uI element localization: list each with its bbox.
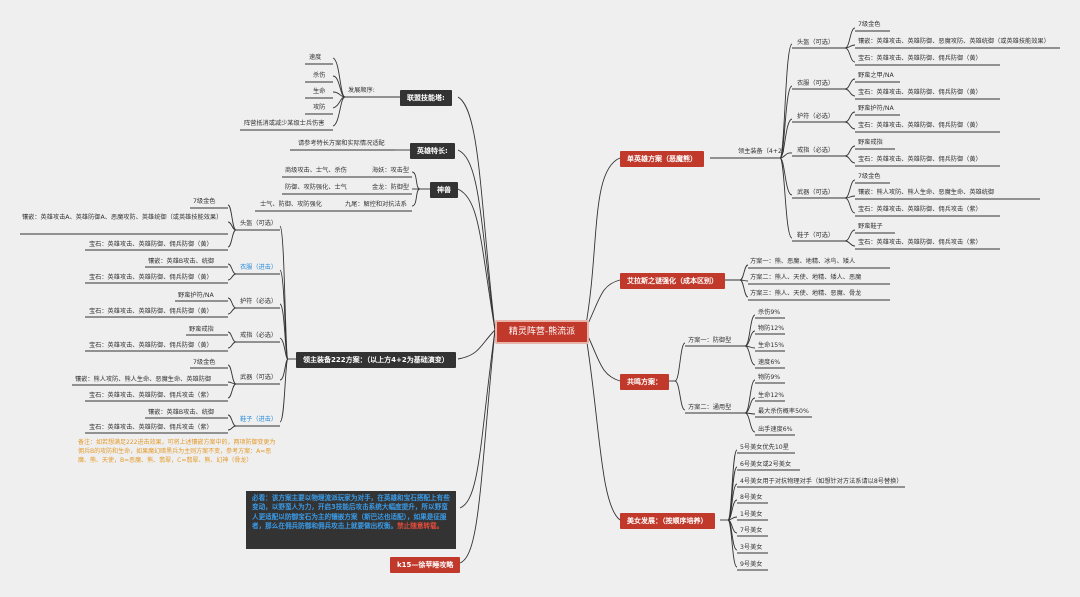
lord-amulet-item: 野蛮护符/NA xyxy=(178,292,214,299)
beast-row-left: 商级攻击、士气、杀伤 xyxy=(285,167,347,174)
sh-shoes-item: 宝石：英雄攻击、英雄防御、佣兵攻击（紫） xyxy=(858,239,982,246)
sh-amulet-item: 野蛮护符/NA xyxy=(858,105,894,112)
sh-clothes-item: 宝石：英雄攻击、英雄防御、佣兵防御（黄） xyxy=(858,89,982,96)
beauty-item: 8号美女 xyxy=(740,494,763,501)
lord-weapon-label: 武器（可选） xyxy=(240,374,278,381)
beast-row-left: 防御、攻防强化、士气 xyxy=(285,184,347,191)
beauty-item: 3号美女 xyxy=(740,544,763,551)
lord-weapon-item: 宝石：英雄攻击、英雄防御、佣兵攻击（紫） xyxy=(89,392,213,399)
lord-helmet-label: 头盔（可选） xyxy=(240,220,278,227)
sh-weapon-item: 宝石：英雄攻击、英雄防御、佣兵攻击（紫） xyxy=(858,206,982,213)
sh-ring-item: 野蛮戒指 xyxy=(858,139,883,146)
lord-clothes-item: 宝石：英雄攻击、英雄防御、佣兵防御（黄） xyxy=(89,274,213,281)
alliance-item: 阵营抵消或减少某级士兵伤害 xyxy=(244,120,325,127)
beauty-item: 1号美女 xyxy=(740,511,763,518)
sh-helmet-label: 头盔（可选） xyxy=(797,39,835,46)
resonance-plan1-item: 生命15% xyxy=(758,342,785,349)
sh-ring-label: 戒指（必选） xyxy=(797,147,835,154)
alliance-order-label: 发展顺序: xyxy=(348,87,375,94)
lord-amulet-label: 护符（必选） xyxy=(240,298,278,305)
sh-helmet-item: 镶嵌：英雄攻击、英雄防御、恶魔攻防、英雄统御（或英雄技能效果） xyxy=(858,38,1050,45)
hero-skill-item: 请参考特长方案和实际情况适配 xyxy=(298,140,385,147)
beast-row-right: 金龙：防御型 xyxy=(372,184,410,191)
resonance-plan2-item: 生命12% xyxy=(758,392,785,399)
lord-clothes-label: 衣服（进击） xyxy=(240,264,278,271)
prophet-item: 方案三：熊人、天使、地精、恶魔、骨龙 xyxy=(750,290,862,297)
beauty-item: 4号美女用于对抗物理对手（如想针对方法系请以8号替换） xyxy=(740,478,903,485)
must-read-highlight: 禁止随意转载。 xyxy=(397,522,444,531)
sh-amulet-label: 护符（必选） xyxy=(797,113,835,120)
resonance-plan1-item: 杀伤9% xyxy=(758,309,781,316)
lord-ring-item: 野蛮戒指 xyxy=(189,326,214,333)
lord-amulet-item: 宝石：英雄攻击、英雄防御、佣兵防御（黄） xyxy=(89,308,213,315)
lord-helmet-item: 宝石：英雄攻击、英雄防御、佣兵防御（黄） xyxy=(89,241,213,248)
beast-row-right: 九尾：解控和对抗法系 xyxy=(345,201,407,208)
beauty-item: 5号美女优先10星 xyxy=(740,444,789,451)
alliance-item: 杀伤 xyxy=(313,72,326,79)
lord-helmet-item: 镶嵌：英雄攻击A、英雄防御A、恶魔攻防、英雄统御（或英雄技能效果） xyxy=(22,214,223,221)
resonance-plan1-item: 速度6% xyxy=(758,359,781,366)
lord-shoes-label: 鞋子（进击） xyxy=(240,416,278,423)
alliance-item: 生命 xyxy=(313,88,326,95)
beast-row-left: 士气、防御、攻防强化 xyxy=(260,201,322,208)
resonance-plan2-item: 出手速度6% xyxy=(758,426,793,433)
sh-helmet-item: 7级金色 xyxy=(858,21,881,28)
resonance-plan2-label: 方案二：通用型 xyxy=(688,404,732,411)
central-topic[interactable]: 精灵阵营-熊流派 xyxy=(495,320,589,344)
beast-row-right: 海妖：攻击型 xyxy=(372,167,410,174)
sh-ring-item: 宝石：英雄攻击、英雄防御、佣兵防御（黄） xyxy=(858,156,982,163)
resonance-plan1-label: 方案一：防御型 xyxy=(688,337,732,344)
lord-equipment-node[interactable]: 领主装备222方案：（以上方4+2为基础演变） xyxy=(296,352,456,368)
sh-shoes-item: 野蛮鞋子 xyxy=(858,223,883,230)
alliance-item: 攻防 xyxy=(313,104,326,111)
alliance-item: 速度 xyxy=(309,54,322,61)
beauty-item: 6号美女或2号美女 xyxy=(740,461,792,468)
lord-remark-note: 备注：如若想满足222进击效果，可将上述镶嵌方案中的，两项防御变更为佣兵B的攻防… xyxy=(78,439,276,464)
sh-clothes-label: 衣服（可选） xyxy=(797,80,835,87)
lord-ring-label: 戒指（必选） xyxy=(240,332,278,339)
prophet-item: 方案二：熊人、天使、地精、矮人、恶魔 xyxy=(750,274,862,281)
divine-beast-node[interactable]: 神兽 xyxy=(430,182,458,198)
lord-weapon-item: 7级金色 xyxy=(193,359,216,366)
lord-weapon-item: 镶嵌：熊人攻防、熊人生命、恶魔生命、英雄防御 xyxy=(75,376,212,383)
alliance-skill-node[interactable]: 联盟技能塔: xyxy=(400,90,452,106)
sh-helmet-item: 宝石：英雄攻击、英雄防御、佣兵防御（黄） xyxy=(858,55,982,62)
beauty-item: 7号美女 xyxy=(740,527,763,534)
hero-skill-node[interactable]: 英雄特长: xyxy=(410,143,455,159)
sh-amulet-item: 宝石：英雄攻击、英雄防御、佣兵防御（黄） xyxy=(858,122,982,129)
lord-shoes-item: 镶嵌：英雄B攻击、统御 xyxy=(148,409,215,416)
sh-clothes-item: 野蛮之甲/NA xyxy=(858,72,894,79)
sh-weapon-label: 武器（可选） xyxy=(797,189,835,196)
must-read-note: 必看：该方案主要以物理流派玩家为对手，在英雄和宝石搭配上有些变动，以野蛮人为力，… xyxy=(246,491,456,549)
single-hero-node[interactable]: 单英雄方案（恶魔熊） xyxy=(620,151,704,167)
sh-shoes-label: 鞋子（可选） xyxy=(797,232,835,239)
prophet-item: 方案一：熊、恶魔、地精、冰鸟、矮人 xyxy=(750,258,856,265)
lord-clothes-item: 镶嵌：英雄B攻击、统御 xyxy=(148,258,215,265)
beauty-development-node[interactable]: 美女发展：（按顺序培养） xyxy=(620,513,715,529)
sh-weapon-item: 镶嵌：熊人攻防、熊人生命、恶魔生命、英雄统御 xyxy=(858,189,995,196)
sh-weapon-item: 7级金色 xyxy=(858,173,881,180)
k15-node[interactable]: k15—徐苹睡攻略 xyxy=(390,557,461,573)
resonance-plan2-item: 物防9% xyxy=(758,374,781,381)
must-read-text: 必看：该方案主要以物理流派玩家为对手，在英雄和宝石搭配上有些变动，以野蛮人为力，… xyxy=(252,494,450,531)
lord-shoes-item: 宝石：英雄攻击、英雄防御、佣兵攻击（紫） xyxy=(89,424,213,431)
beauty-item: 9号美女 xyxy=(740,561,763,568)
prophet-node[interactable]: 艾拉斯之谜强化（成本区别） xyxy=(620,273,725,289)
lord-helmet-item: 7级金色 xyxy=(193,198,216,205)
resonance-node[interactable]: 共鸣方案： xyxy=(620,374,669,390)
single-hero-sub: 领主装备（4+2） xyxy=(738,148,789,155)
lord-ring-item: 宝石：英雄攻击、英雄防御、佣兵防御（黄） xyxy=(89,342,213,349)
resonance-plan1-item: 物防12% xyxy=(758,325,785,332)
resonance-plan2-item: 最大杀伤概率50% xyxy=(758,408,809,415)
